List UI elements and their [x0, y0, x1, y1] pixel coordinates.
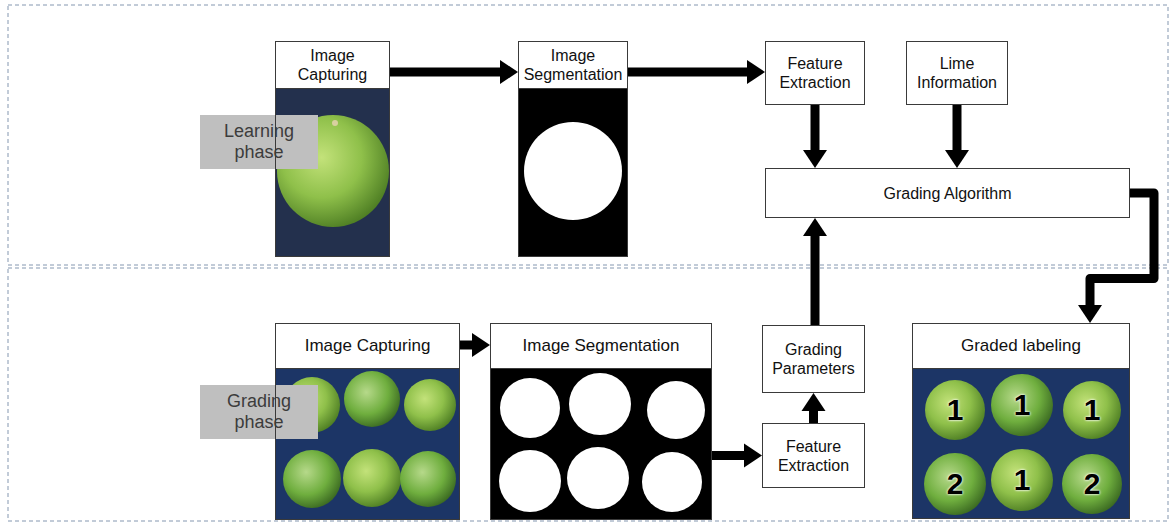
flow-arrow [803, 105, 827, 168]
node-text: Image Segmentation [519, 42, 627, 89]
node-text: Learning phase [200, 119, 318, 165]
arrow-shaft [811, 234, 820, 325]
flow-arrow [945, 105, 969, 168]
phase-label: Learning phase [200, 115, 318, 169]
node-text: Image Capturing [276, 324, 459, 369]
node-text: Feature Extraction [763, 435, 864, 477]
arrow-head [500, 60, 518, 84]
node-text: Image Capturing [276, 42, 389, 89]
arrow-shaft [390, 68, 502, 77]
flow-arrow [628, 60, 765, 84]
node-text: Grading Algorithm [766, 182, 1129, 205]
graded-photo [912, 368, 1130, 519]
input-box: Lime Information [906, 41, 1008, 105]
arrow-shaft [953, 105, 962, 152]
arrow-head [747, 60, 765, 84]
image-step-box: Image Capturing [275, 41, 390, 257]
arrow-head [802, 393, 826, 411]
arrow-shaft [460, 341, 474, 350]
flow-arrow [712, 444, 762, 468]
grade-number: 2 [1084, 469, 1101, 499]
flow-arrow [390, 60, 518, 84]
grade-number: 2 [947, 469, 964, 499]
process-box: Grading Parameters [762, 325, 865, 393]
learning-region [8, 5, 1168, 265]
process-box: Feature Extraction [765, 41, 865, 105]
arrow-head [744, 444, 762, 468]
grade-number: 1 [1014, 390, 1031, 420]
node-text: Image Segmentation [491, 324, 711, 369]
flow-arrow [803, 218, 827, 325]
arrow-head [472, 333, 490, 357]
flow-arrow [802, 393, 826, 423]
node-text: Lime Information [907, 52, 1007, 94]
algorithm-box: Grading Algorithm [765, 168, 1130, 218]
node-text: Grading phase [200, 389, 318, 435]
segmented-masks [490, 368, 712, 520]
image-step-box: Image Capturing [275, 323, 460, 520]
arrow-head [803, 218, 827, 236]
node-text: Graded labeling [913, 324, 1129, 369]
image-step-box: Image Segmentation [518, 41, 628, 257]
phase-label: Grading phase [200, 385, 318, 439]
lime-photo [275, 88, 390, 257]
arrow-head [945, 150, 969, 168]
grade-number: 1 [1014, 465, 1031, 495]
arrow-head [1078, 305, 1102, 323]
arrow-head [803, 150, 827, 168]
grade-number: 1 [947, 395, 964, 425]
arrow-shaft [628, 68, 749, 77]
node-text: Feature Extraction [766, 52, 864, 94]
image-step-box: Image Segmentation [490, 323, 712, 520]
flow-arrow [460, 333, 490, 357]
grading-region [8, 268, 1168, 521]
process-box: Feature Extraction [762, 423, 865, 488]
segmented-mask [518, 88, 628, 257]
arrow-shaft [809, 409, 818, 423]
node-text: Grading Parameters [763, 338, 864, 380]
arrow-shaft [811, 105, 820, 152]
arrow-shaft [712, 451, 746, 460]
grade-number: 1 [1084, 395, 1101, 425]
